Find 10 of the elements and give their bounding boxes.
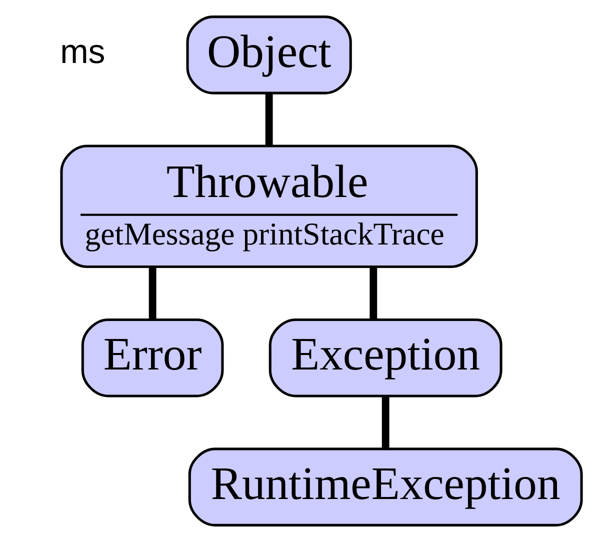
connector xyxy=(148,267,156,319)
node-box: Object xyxy=(186,16,352,94)
label: ms xyxy=(60,32,105,71)
node-box: RuntimeException xyxy=(188,448,582,526)
connector xyxy=(264,93,272,146)
node-box: Exception xyxy=(268,318,502,398)
connector xyxy=(369,267,377,319)
node-box: Error xyxy=(80,318,224,398)
connector xyxy=(381,396,389,448)
node-box: Throwable getMessage printStackTrace xyxy=(60,144,478,268)
